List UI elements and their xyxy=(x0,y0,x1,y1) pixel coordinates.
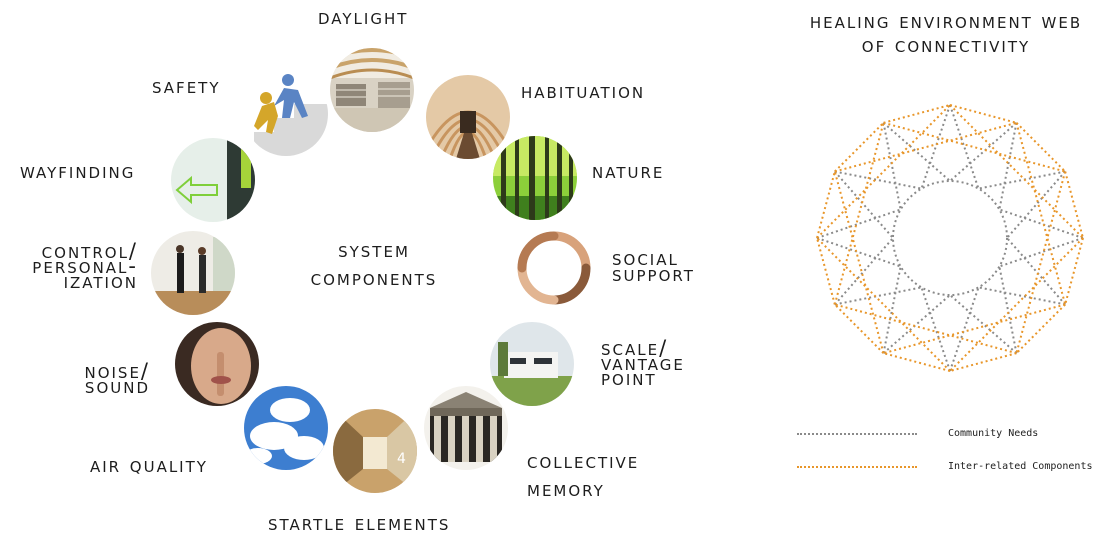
interrelated-web-line xyxy=(834,122,885,173)
connectivity-web xyxy=(816,104,1084,372)
hands-circle-photo xyxy=(512,226,596,310)
web-title-line2: of Connectivity xyxy=(861,33,1031,57)
helping-hand-icon xyxy=(244,72,328,156)
corridor-photo: 4 xyxy=(333,409,417,493)
daylight-label: Daylight xyxy=(318,5,409,29)
arrow-sign-photo xyxy=(171,138,255,222)
community-web-line xyxy=(978,170,1066,190)
community-web-line xyxy=(882,266,902,354)
community-web-line xyxy=(998,266,1018,354)
social-label-line: Social xyxy=(612,246,679,270)
community-web-line xyxy=(834,286,922,306)
interrelated-web-line xyxy=(949,352,1017,372)
social-support-label: Social Support xyxy=(612,246,695,286)
interrelated-web-line xyxy=(816,104,951,239)
classical-facade-photo xyxy=(424,386,508,470)
startle-elements-label: Startle Elements xyxy=(268,511,451,535)
forest-photo xyxy=(493,136,577,220)
noise-sound-label: Noise/ Sound xyxy=(58,359,150,398)
air-quality-label: Air Quality xyxy=(90,453,208,477)
interrelated-web-line xyxy=(1015,122,1067,305)
interrelated-web-line xyxy=(1064,171,1084,239)
community-web-line xyxy=(978,286,1066,306)
collective-label-line: Collective xyxy=(527,449,640,473)
wooden-tunnel-photo xyxy=(426,75,510,159)
interrelated-web-line xyxy=(834,303,1017,355)
noise-label-line: Noise/ xyxy=(84,359,150,383)
interrelated-web-line xyxy=(834,121,1017,173)
scale-label-line: Scale/ xyxy=(601,336,669,360)
vantage-label-line: Vantage xyxy=(601,351,685,375)
interrelated-components-legend: Inter-related Components xyxy=(948,461,1093,472)
nature-label: Nature xyxy=(592,159,665,183)
sky-clouds-photo xyxy=(244,386,328,470)
community-web-line xyxy=(834,170,922,190)
community-needs-legend: Community Needs xyxy=(948,428,1039,439)
web-title: Healing Environment Web of Connectivity xyxy=(778,9,1114,57)
support-label-line: Support xyxy=(612,262,695,286)
interrelated-web-line xyxy=(1015,122,1066,173)
web-inner-circle xyxy=(892,180,1008,296)
center-title-line2: Components xyxy=(310,266,438,290)
wayfinding-label: Wayfinding xyxy=(20,159,136,183)
modern-house-photo xyxy=(490,322,574,406)
community-web-line xyxy=(998,122,1018,210)
interrelated-web-line xyxy=(949,237,1084,372)
interrelated-web-line xyxy=(816,237,951,372)
community-needs-web xyxy=(816,104,1084,372)
habituation-label: Habituation xyxy=(521,79,646,103)
library-interior-photo xyxy=(330,48,414,132)
people-room-photo xyxy=(151,231,235,315)
memory-label-line: Memory xyxy=(527,477,605,501)
interrelated-web-line xyxy=(883,352,951,372)
svg-text:4: 4 xyxy=(397,451,406,467)
interrelated-web-line xyxy=(834,303,885,354)
interrelated-web-line xyxy=(883,303,1066,355)
interrelated-web-line xyxy=(1064,237,1084,305)
interrelated-components-web xyxy=(816,104,1084,372)
interrelated-web-line xyxy=(883,121,1066,173)
web-title-line1: Healing Environment Web xyxy=(809,9,1083,33)
interrelated-web-line xyxy=(949,104,1084,239)
point-label-line: Point xyxy=(601,366,657,390)
scale-vantage-label: Scale/ Vantage Point xyxy=(601,336,685,390)
community-web-line xyxy=(882,122,902,210)
sound-label-line: Sound xyxy=(84,374,150,398)
interrelated-web-line xyxy=(1015,171,1067,354)
interrelated-web-line xyxy=(1015,303,1066,354)
center-title-line1: System xyxy=(338,238,410,262)
community-needs-swatch xyxy=(797,433,917,435)
interrelated-components-swatch xyxy=(797,466,917,468)
interrelated-web-line xyxy=(816,237,836,305)
interrelated-web-line xyxy=(816,171,836,239)
ization-label-line: ization xyxy=(63,269,138,293)
center-title: System Components xyxy=(294,236,454,292)
shush-photo xyxy=(175,322,259,406)
interrelated-web-line xyxy=(833,171,885,354)
collective-memory-label: Collective Memory xyxy=(527,447,639,503)
interrelated-web-line xyxy=(883,104,951,124)
personal-label-line: Personal- xyxy=(32,254,138,278)
interrelated-web-line xyxy=(833,122,885,305)
control-label: Control/ Personal- ization xyxy=(0,239,138,293)
control-label-line: Control/ xyxy=(41,239,138,263)
safety-label: Safety xyxy=(152,74,221,98)
interrelated-web-line xyxy=(949,104,1017,124)
